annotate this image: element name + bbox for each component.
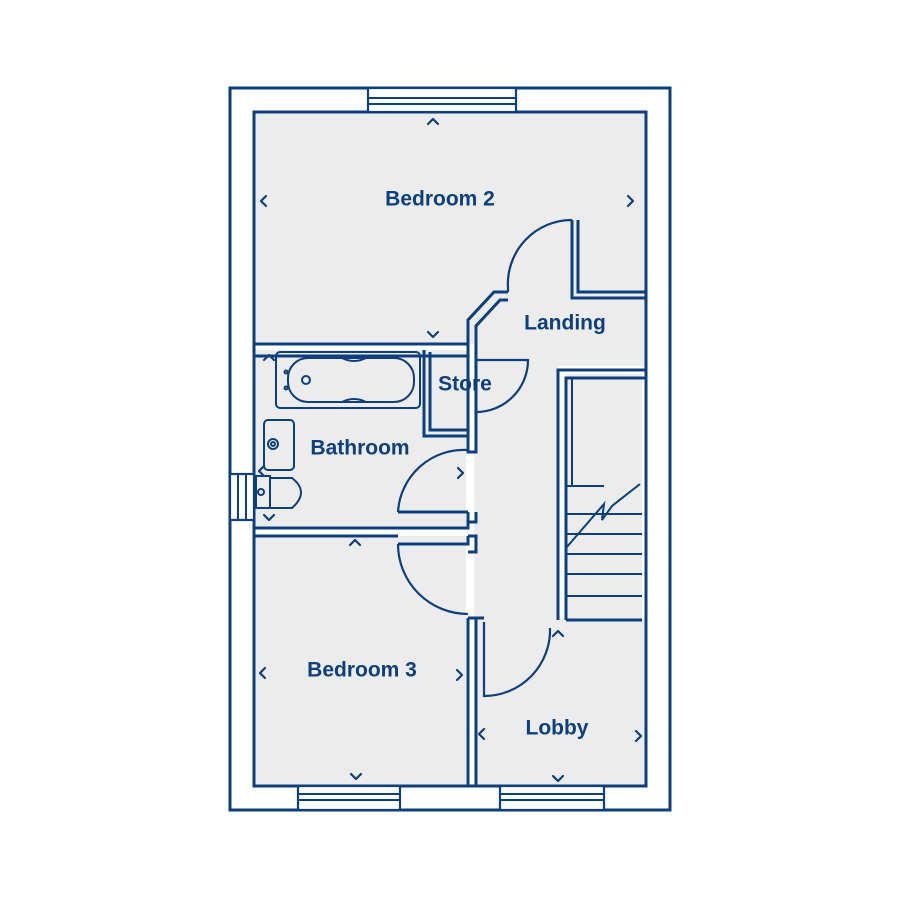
chevron-up-icon (348, 538, 362, 547)
wall-bath-bed3 (254, 522, 470, 530)
wall-stair-left-inner (564, 376, 646, 486)
label-lobby: Lobby (526, 717, 589, 740)
chevron-down-icon (426, 330, 440, 339)
windows (228, 86, 606, 812)
door-lobby (482, 622, 552, 698)
chevron-left-icon (259, 194, 268, 208)
wall-bath-right-lower (466, 512, 478, 524)
bath-headrest (341, 398, 367, 403)
bath-drain (301, 375, 311, 385)
wash-basin (263, 419, 295, 471)
bedroom-3-floor (254, 536, 466, 786)
label-bedroom-2: Bedroom 2 (385, 188, 495, 211)
bath-headrest (341, 357, 367, 362)
wall-bath-bed3-right (468, 534, 478, 554)
bath-tap (283, 369, 289, 375)
room-labels: Bedroom 2 Landing Store Bathroom Bedroom… (307, 188, 606, 740)
bath-tap (283, 385, 289, 391)
chevron-right-icon (634, 729, 643, 743)
window-bedroom-2 (366, 86, 518, 114)
wall-landing-top (576, 220, 646, 294)
chevron-up-icon (551, 629, 565, 638)
doors (396, 218, 573, 698)
wall-stair-left (556, 368, 646, 486)
bath-tub (275, 351, 421, 409)
chevron-down-icon (551, 774, 565, 783)
room-fills (254, 112, 646, 786)
wall-bath-bed3-stub (398, 536, 470, 546)
wall-landing-top-inner (570, 220, 646, 300)
basin-drain (267, 438, 279, 450)
chevron-up-icon (426, 117, 440, 126)
door-bathroom (396, 448, 469, 513)
bathroom-fixtures (255, 351, 421, 509)
window-bedroom-3 (296, 784, 402, 812)
door-bedroom-3 (396, 543, 469, 616)
basin-drain-inner (270, 441, 276, 447)
chevron-right-icon (626, 194, 635, 208)
label-bathroom: Bathroom (310, 437, 409, 460)
landing-floor (474, 292, 646, 366)
wall-bed2-bath (254, 342, 470, 358)
dimension-markers (257, 117, 643, 783)
stair-floor (566, 374, 642, 618)
hall-floor (474, 360, 558, 618)
door-store (475, 358, 530, 414)
window-lobby (498, 784, 606, 812)
chevron-up-icon (262, 353, 276, 362)
chevron-right-icon (456, 466, 465, 480)
toilet-bowl (269, 477, 302, 509)
chevron-down-icon (262, 513, 276, 522)
chevron-left-icon (477, 727, 486, 741)
staircase (565, 483, 642, 597)
toilet-flush (257, 488, 265, 496)
wall-landing-angle-inner (474, 298, 508, 356)
chevron-left-icon (258, 666, 267, 680)
wall-bath-right (466, 444, 478, 454)
door-bedroom-2 (506, 218, 573, 292)
wall-landing-angle (466, 290, 508, 344)
lobby-floor (474, 618, 646, 786)
label-landing: Landing (524, 312, 606, 335)
chevron-right-icon (455, 668, 464, 682)
label-store: Store (438, 373, 492, 396)
label-bedroom-3: Bedroom 3 (307, 659, 417, 682)
bath-tub-inner (287, 357, 415, 403)
stair-break-line (565, 483, 641, 549)
wall-store (422, 350, 468, 438)
wall-store-inner (428, 352, 468, 432)
window-bathroom (228, 472, 256, 522)
chevron-down-icon (349, 772, 363, 781)
chevron-left-icon (257, 464, 266, 478)
